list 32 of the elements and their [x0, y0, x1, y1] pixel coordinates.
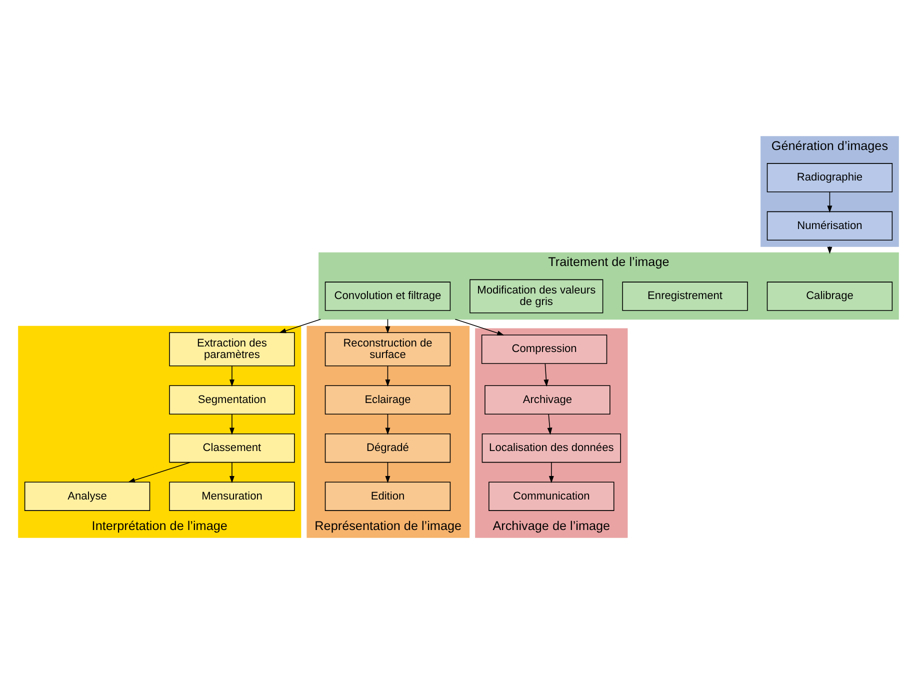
arrow [826, 192, 832, 213]
node-box: Eclairage [324, 385, 450, 414]
node-box: Reconstruction de surface [324, 332, 450, 366]
node-box: Modification des valeurs de gris [469, 279, 603, 314]
node-box: Radiographie [766, 163, 892, 192]
arrow [228, 462, 234, 484]
arrow [384, 366, 390, 387]
node-box: Analyse [24, 482, 150, 511]
arrow [548, 462, 554, 484]
node-box: Archivage [484, 385, 610, 414]
node-box: Extraction des paramètres [168, 332, 294, 366]
node-box: Compression [480, 334, 607, 364]
arrow [454, 318, 504, 336]
node-box: Segmentation [168, 385, 294, 414]
arrow [127, 462, 190, 483]
node-box: Communication [488, 482, 614, 511]
node-box: Edition [324, 482, 450, 511]
node-box: Mensuration [168, 482, 294, 511]
arrow [384, 462, 390, 484]
node-box: Enregistrement [622, 282, 748, 311]
node-box: Calibrage [766, 282, 892, 311]
arrow [278, 318, 321, 334]
node-box: Classement [168, 433, 294, 463]
arrow [546, 414, 552, 435]
arrow [228, 366, 234, 387]
arrow [228, 414, 234, 435]
node-box: Dégradé [324, 433, 450, 463]
node-box: Localisation des données [481, 433, 620, 463]
node-box: Convolution et filtrage [324, 282, 450, 311]
arrow [543, 363, 548, 387]
node-box: Numérisation [766, 211, 892, 241]
arrow [384, 414, 390, 435]
